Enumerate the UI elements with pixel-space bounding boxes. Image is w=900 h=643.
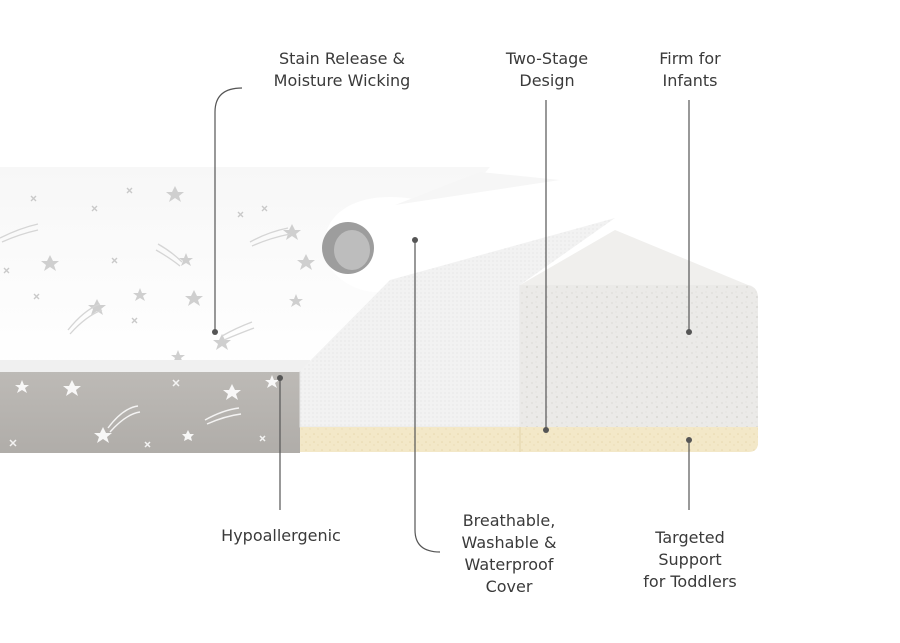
leader-lines — [214, 87, 690, 553]
callout-targeted: Targeted Support for Toddlers — [628, 527, 752, 593]
star-icon — [171, 350, 185, 363]
star-icon — [289, 294, 303, 307]
callout-breathable: Breathable, Washable & Waterproof Cover — [448, 510, 570, 598]
callout-stain-release-line1: Stain Release & — [279, 49, 405, 68]
callout-stain-release-line2: Moisture Wicking — [273, 71, 411, 90]
callout-breathable-line3: Waterproof — [464, 555, 554, 574]
star-icon — [265, 375, 279, 388]
callout-two-stage-line2: Design — [519, 71, 575, 90]
callout-breathable-line4: Cover — [485, 577, 533, 596]
cover-flap — [322, 172, 600, 293]
leader-breathable — [414, 240, 441, 553]
callout-targeted-line3: for Toddlers — [643, 572, 737, 591]
star-icon — [133, 288, 147, 301]
callout-firm: Firm for Infants — [640, 48, 740, 92]
star-icon — [179, 253, 193, 266]
callout-breathable-line1: Breathable, — [462, 511, 556, 530]
callout-hypoallergenic: Hypoallergenic — [206, 525, 356, 547]
star-icon — [297, 254, 315, 270]
callout-firm-line1: Firm for — [659, 49, 721, 68]
callout-breathable-line2: Washable & — [461, 533, 557, 552]
star-icon — [41, 255, 59, 271]
star-icon — [283, 224, 301, 240]
star-icon — [94, 427, 112, 443]
callout-firm-line2: Infants — [662, 71, 718, 90]
star-icon — [185, 290, 203, 306]
callout-two-stage-line1: Two-Stage — [505, 49, 589, 68]
cover-side-gray — [0, 371, 300, 453]
star-icon — [166, 186, 184, 202]
leader-stain-release — [214, 87, 243, 330]
callout-two-stage: Two-Stage Design — [492, 48, 602, 92]
star-icon — [213, 334, 231, 350]
callout-hypoallergenic-line1: Hypoallergenic — [221, 526, 341, 545]
callout-targeted-line1: Targeted — [655, 528, 725, 547]
foam-core — [520, 230, 758, 427]
star-icon — [223, 384, 241, 400]
callout-targeted-line2: Support — [658, 550, 722, 569]
star-icon — [182, 430, 194, 441]
star-icon — [15, 380, 29, 393]
star-icon — [63, 380, 81, 396]
leader-dots — [212, 237, 692, 443]
star-icon — [88, 299, 106, 315]
callout-stain-release: Stain Release & Moisture Wicking — [262, 48, 422, 92]
